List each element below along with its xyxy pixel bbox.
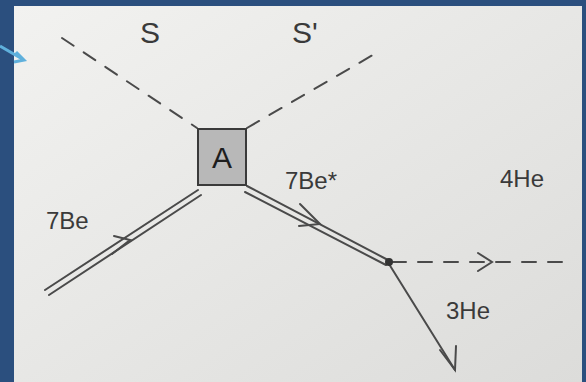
vertex-dot bbox=[385, 258, 393, 266]
arrow-head bbox=[440, 346, 456, 370]
dashed-line bbox=[62, 38, 197, 128]
arrow-head bbox=[112, 236, 130, 254]
particle-line bbox=[45, 190, 198, 290]
particle-label: 4He bbox=[500, 166, 544, 192]
particle-line bbox=[247, 186, 388, 260]
particle-label: 7Be* bbox=[285, 168, 337, 194]
vertex-label: A bbox=[212, 141, 232, 174]
particle-line bbox=[389, 264, 455, 370]
vertex-box: A bbox=[197, 128, 247, 186]
arrow-head bbox=[299, 204, 320, 226]
particle-label: S' bbox=[292, 16, 318, 49]
dashed-line bbox=[392, 261, 562, 263]
pointer-arrow bbox=[0, 46, 24, 62]
arrow-head bbox=[478, 253, 492, 271]
particle-line bbox=[245, 192, 386, 265]
particle-label: S bbox=[140, 16, 160, 49]
dashed-line bbox=[247, 52, 378, 128]
particle-label: 3He bbox=[446, 298, 490, 324]
particle-label: 7Be bbox=[46, 208, 89, 234]
paper-sheet bbox=[14, 6, 582, 382]
